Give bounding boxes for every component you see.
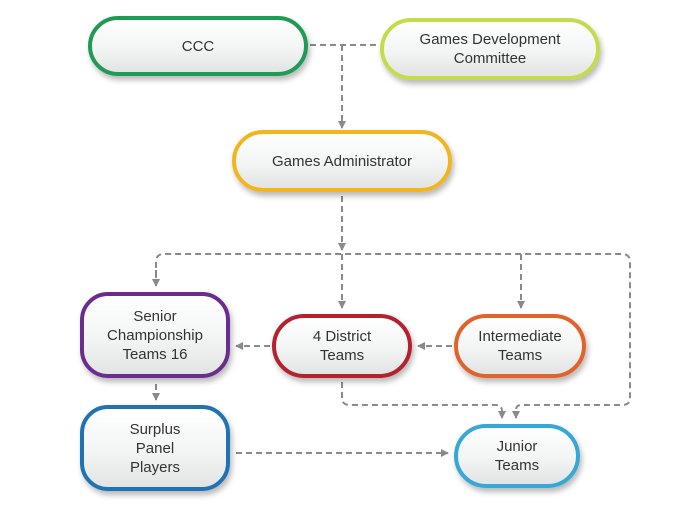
node-games-administrator: Games Administrator: [232, 130, 452, 192]
node-junior-teams: Junior Teams: [454, 424, 580, 488]
node-intermediate-teams: Intermediate Teams: [454, 314, 586, 378]
node-games-development-committee: Games Development Committee: [380, 18, 600, 80]
node-ccc: CCC: [88, 16, 308, 76]
node-senior-championship-teams: Senior Championship Teams 16: [80, 292, 230, 378]
node-surplus-panel-players: Surplus Panel Players: [80, 405, 230, 491]
connector-bus: [155, 253, 631, 419]
connector-district-junior: [341, 382, 506, 419]
node-district-teams: 4 District Teams: [272, 314, 412, 378]
